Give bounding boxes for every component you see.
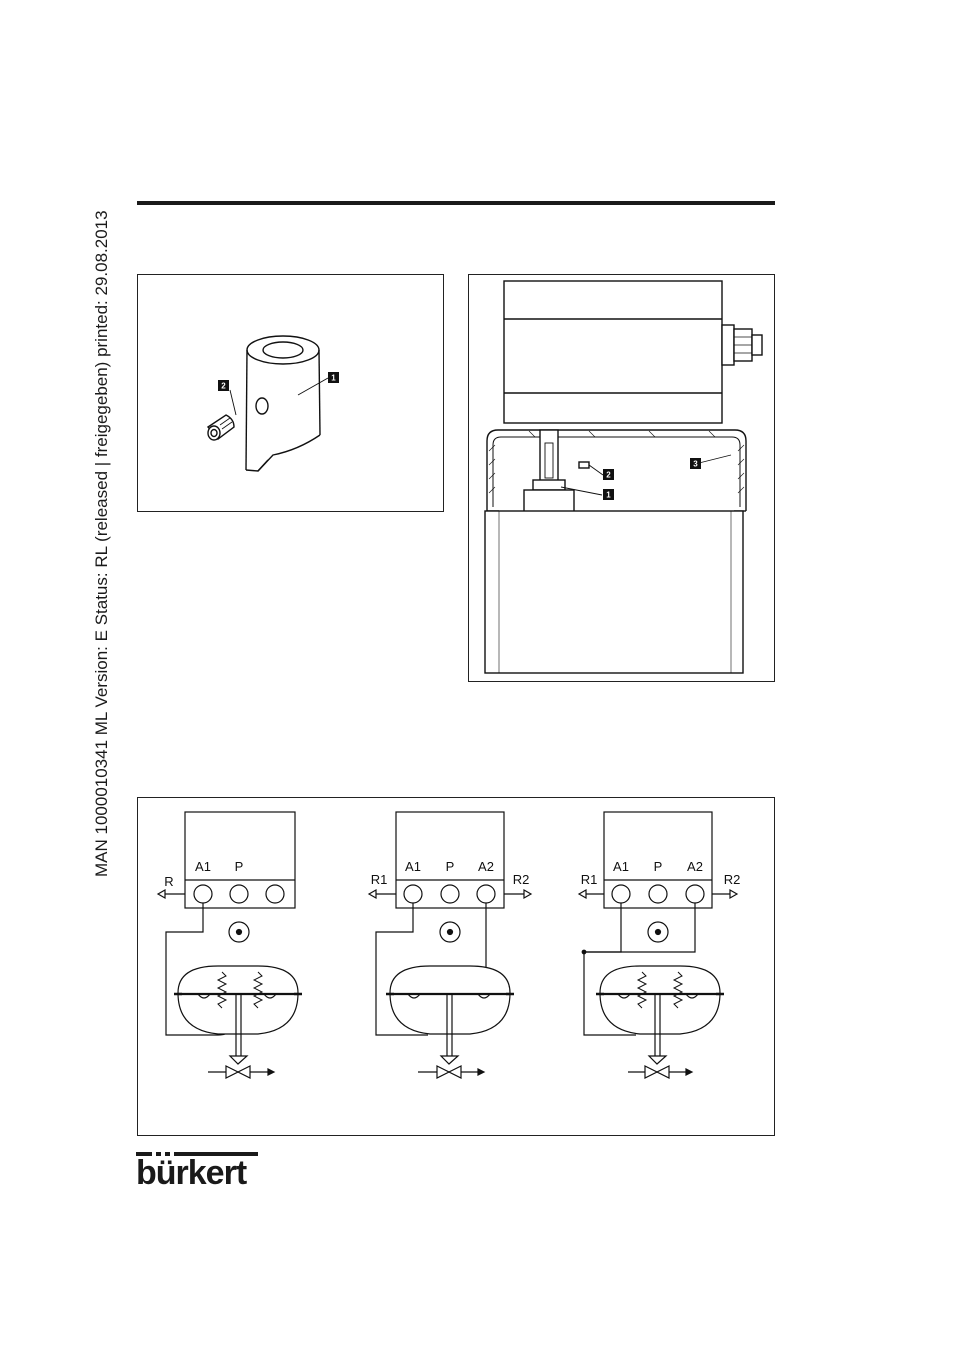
header-rule bbox=[137, 201, 775, 205]
port-label-a1: A1 bbox=[613, 859, 629, 874]
exhaust-label-r1: R1 bbox=[371, 872, 388, 887]
actuator-housing-icon: 2 3 1 bbox=[469, 275, 776, 683]
callout-2: 2 bbox=[218, 380, 229, 391]
svg-text:2: 2 bbox=[221, 382, 226, 391]
logo-wordmark: bürkert bbox=[136, 1156, 246, 1190]
document-info-vertical: MAN 1000010341 ML Version: E Status: RL … bbox=[90, 137, 114, 877]
diagram-2 bbox=[369, 812, 531, 1078]
diagram-1 bbox=[158, 812, 302, 1078]
port-label-a2: A2 bbox=[478, 859, 494, 874]
exhaust-label-r2: R2 bbox=[513, 872, 530, 887]
burkert-logo: bürkert bbox=[136, 1152, 258, 1192]
svg-text:3: 3 bbox=[693, 460, 698, 469]
cylinder-bushing-icon: 1 2 bbox=[138, 275, 445, 513]
port-label-p: P bbox=[235, 859, 244, 874]
port-label-p: P bbox=[446, 859, 455, 874]
callout-3: 3 bbox=[690, 458, 701, 469]
callout-1: 1 bbox=[603, 489, 614, 500]
port-label-p: P bbox=[654, 859, 663, 874]
svg-text:1: 1 bbox=[606, 491, 611, 500]
port-label-a2: A2 bbox=[687, 859, 703, 874]
pneumatic-schematic: A1 P R bbox=[138, 798, 776, 1137]
figure-actuator-section: 2 3 1 bbox=[468, 274, 775, 682]
diagram-3 bbox=[579, 812, 737, 1078]
callout-2: 2 bbox=[603, 469, 614, 480]
svg-text:2: 2 bbox=[606, 471, 611, 480]
port-label-a1: A1 bbox=[405, 859, 421, 874]
exhaust-label-r2: R2 bbox=[724, 872, 741, 887]
exhaust-label-r: R bbox=[164, 874, 173, 889]
cable-gland-icon bbox=[722, 325, 762, 365]
figure-pneumatic-diagrams: A1 P R bbox=[137, 797, 775, 1136]
svg-text:1: 1 bbox=[331, 374, 336, 383]
port-label-a1: A1 bbox=[195, 859, 211, 874]
exhaust-label-r1: R1 bbox=[581, 872, 598, 887]
figure-bushing: 1 2 bbox=[137, 274, 444, 512]
callout-1: 1 bbox=[328, 372, 339, 383]
